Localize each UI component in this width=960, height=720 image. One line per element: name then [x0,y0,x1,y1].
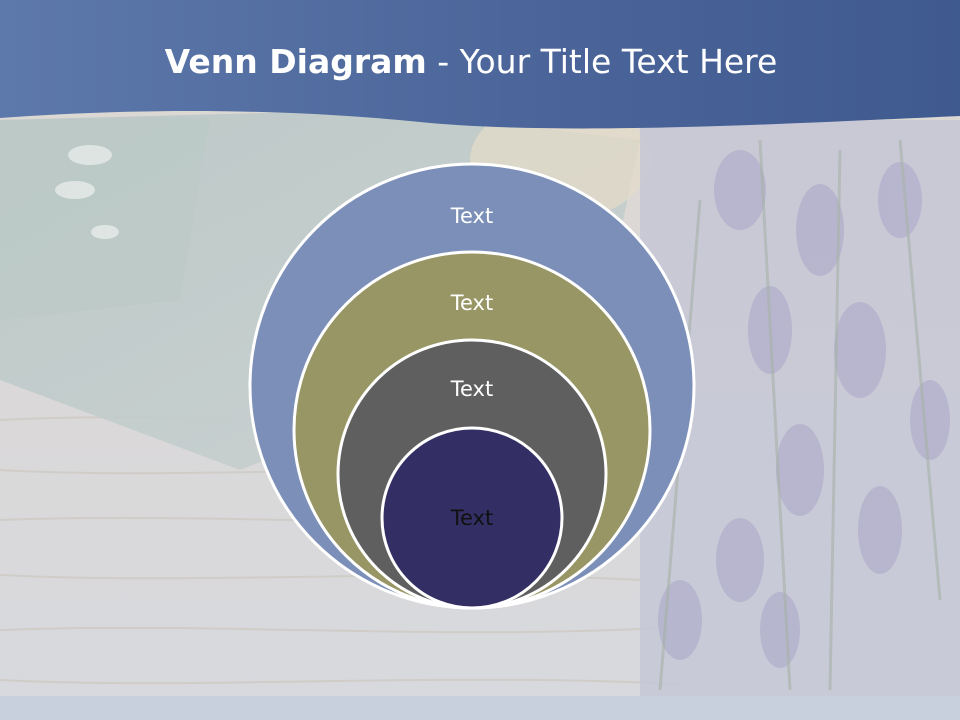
second-circle-label: Text [450,291,493,315]
footer-band [0,696,960,720]
outer-circle-label: Text [450,204,493,228]
slide-title: Venn Diagram - Your Title Text Here [0,40,942,84]
slide-title-rest: - Your Title Text Here [426,42,778,81]
slide-title-bold: Venn Diagram [164,42,427,81]
title-band [0,0,960,129]
inner-circle-label: Text [450,506,493,530]
inner-circle [380,426,564,610]
third-circle-label: Text [450,377,493,401]
